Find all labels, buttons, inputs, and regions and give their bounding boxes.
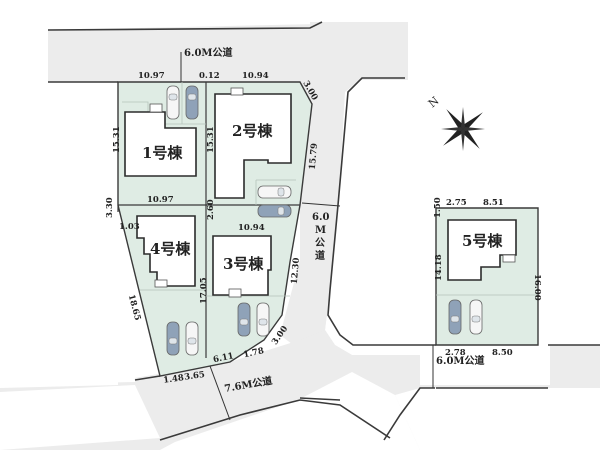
house-4-footprint <box>136 215 196 287</box>
house-1-footprint <box>124 111 197 177</box>
dim-bottom-148: 1.48 <box>163 373 185 386</box>
parking-cars <box>166 85 483 356</box>
dim-lot5-left-top: 1.50 <box>433 197 443 218</box>
dim-lot1-bottom: 10.97 <box>147 195 174 205</box>
house-4-entry <box>154 279 168 288</box>
car-icon <box>237 302 251 337</box>
house-3-entry <box>228 288 242 298</box>
dim-lot3-top: 10.94 <box>238 223 265 233</box>
house-5-entry <box>502 254 516 263</box>
dim-lot4-left: 18.65 <box>126 293 143 321</box>
house-1-entry <box>149 103 163 113</box>
house-3-footprint <box>212 235 272 296</box>
car-icon <box>257 204 292 218</box>
car-icon <box>166 321 180 356</box>
dim-lot3-right: 12.30 <box>290 257 302 284</box>
dim-bottom-365: 3.65 <box>184 370 206 383</box>
dim-lot5-bottom-right: 8.50 <box>492 348 513 358</box>
dim-lot5-bottom-left: 2.78 <box>445 348 466 358</box>
lot-divisions <box>117 82 538 358</box>
east-road-label-2: M <box>315 225 326 236</box>
dim-lot5-right: 16.00 <box>532 274 542 301</box>
north-road-label: 6.0M公道 <box>184 46 232 59</box>
car-icon <box>257 185 292 199</box>
south-road-band <box>135 330 352 438</box>
car-icon <box>185 321 199 356</box>
lot5-road-label: 6.0M公道 <box>436 354 484 367</box>
dim-lot4-step: 1.03 <box>119 222 140 232</box>
house-2-label: 2号棟 <box>232 122 273 140</box>
dim-top-right: 10.94 <box>242 71 269 81</box>
dim-lot4-left-top: 3.30 <box>105 197 115 218</box>
house-2-footprint <box>214 93 292 199</box>
dim-lot5-top-right: 8.51 <box>483 198 504 208</box>
dim-lot2-right: 15.79 <box>308 143 320 170</box>
dim-lot5-top-left: 2.75 <box>446 198 467 208</box>
compass-rose-icon: N <box>426 94 485 151</box>
dim-lot1-left: 15.31 <box>112 126 122 153</box>
car-icon <box>448 299 462 335</box>
north-road-band <box>48 22 408 82</box>
house-2-entry <box>230 87 244 96</box>
dim-bottom-178: 1.78 <box>243 346 265 360</box>
house-5-footprint <box>447 219 517 281</box>
east-road-label-4: 道 <box>315 249 325 262</box>
car-icon <box>185 85 199 120</box>
dim-lot5-left: 14.18 <box>434 254 444 281</box>
dim-lot3-left-top: 2.60 <box>206 199 216 220</box>
house-3-label: 3号棟 <box>223 255 264 273</box>
houses <box>124 87 517 298</box>
house-5-label: 5号棟 <box>462 232 503 250</box>
dim-bottom-611: 6.11 <box>212 351 234 365</box>
house-labels: 1号棟 2号棟 3号棟 4号棟 5号棟 <box>142 122 503 273</box>
car-icon <box>166 85 180 120</box>
dim-lot4-right: 17.05 <box>199 277 209 304</box>
east-road-label-1: 6.0 <box>312 212 329 223</box>
dim-top-gap: 0.12 <box>199 71 220 81</box>
road-edges <box>47 21 600 441</box>
east-road-label-3: 公 <box>315 237 325 249</box>
house-1-label: 1号棟 <box>142 144 183 162</box>
car-icon <box>256 302 270 337</box>
dim-lot1-right: 15.31 <box>206 126 216 153</box>
car-icon <box>469 299 483 335</box>
dim-top-left: 10.97 <box>138 71 165 81</box>
house-4-label: 4号棟 <box>150 240 191 258</box>
